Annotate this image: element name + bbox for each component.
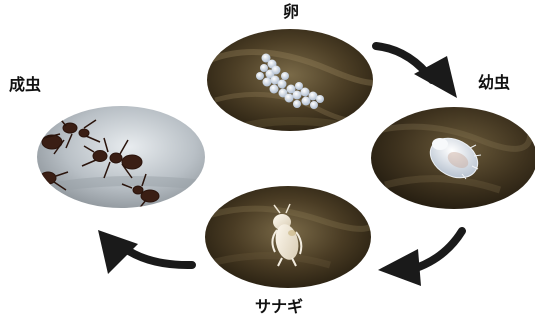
larva-icon xyxy=(429,137,482,180)
larva-photo xyxy=(371,107,535,209)
arrow-larva-to-pupa xyxy=(378,227,466,286)
stage-label-pupa: サナギ xyxy=(255,297,304,316)
egg-cluster-icon xyxy=(256,53,324,109)
ant-icon xyxy=(39,115,160,208)
stage-label-larva: 幼虫 xyxy=(478,73,511,92)
adult-photo xyxy=(37,106,205,208)
pupa-photo xyxy=(205,186,371,288)
stage-label-adult: 成虫 xyxy=(9,75,42,94)
cycle-arrow-icon xyxy=(98,42,466,286)
arrow-egg-to-larva xyxy=(372,42,457,98)
egg-photo xyxy=(207,29,373,131)
arrow-pupa-to-adult xyxy=(98,230,196,274)
stage-label-egg: 卵 xyxy=(283,2,300,21)
pupa-icon xyxy=(271,203,303,267)
